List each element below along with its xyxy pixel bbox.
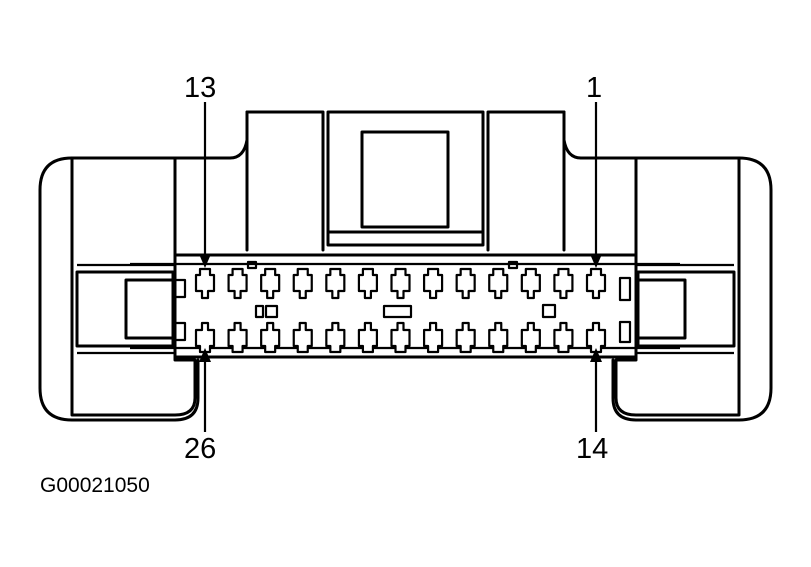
left-latch	[228, 110, 325, 252]
pin-label-13: 13	[184, 72, 216, 104]
key-slot-right	[541, 303, 557, 319]
top-notch-right	[507, 260, 519, 270]
key-slot-left-b	[264, 304, 279, 319]
leader-arrow-1	[590, 102, 602, 268]
left-end-key-top	[173, 278, 187, 299]
top-pin-7	[390, 267, 411, 300]
right-end-key-top	[618, 276, 632, 302]
key-slot-center	[382, 304, 413, 319]
bottom-pin-21	[357, 321, 379, 354]
top-pin-5	[455, 267, 476, 300]
top-pin-2	[553, 267, 574, 300]
top-pin-row	[194, 267, 607, 300]
key-slot-left-a	[254, 304, 265, 319]
pin-label-14: 14	[576, 433, 608, 465]
bottom-pin-23	[292, 321, 313, 354]
bottom-pin-18	[455, 321, 476, 354]
top-pin-6	[422, 267, 444, 300]
left-side-window	[75, 263, 175, 355]
bottom-pin-row	[194, 321, 607, 354]
top-pin-13	[194, 267, 216, 300]
left-end-key-bottom	[173, 321, 187, 342]
bottom-pin-25	[227, 321, 248, 354]
right-latch	[486, 110, 583, 252]
top-pin-11	[260, 267, 281, 300]
figure-code: G00021050	[40, 474, 150, 497]
left-housing	[38, 156, 232, 422]
top-notch-left	[246, 260, 258, 270]
top-pin-9	[325, 267, 346, 300]
right-side-window	[636, 263, 736, 355]
leader-arrow-26	[199, 348, 211, 432]
top-pin-1	[585, 267, 607, 300]
pin-label-1: 1	[586, 72, 602, 104]
bottom-pin-19	[422, 321, 444, 354]
bottom-pin-24	[260, 321, 281, 354]
bottom-pin-16	[520, 321, 541, 354]
top-pin-10	[292, 267, 313, 300]
top-pin-4	[488, 267, 509, 300]
center-lock-block	[326, 110, 485, 247]
bottom-pin-15	[553, 321, 574, 354]
bottom-pin-22	[325, 321, 346, 354]
pin-label-26: 26	[184, 433, 216, 465]
bottom-pin-14	[585, 321, 607, 354]
bottom-pin-26	[194, 321, 216, 354]
leader-arrow-14	[590, 348, 602, 432]
leader-arrow-13	[199, 102, 211, 268]
right-end-key-bottom	[618, 320, 632, 344]
top-pin-12	[227, 267, 248, 300]
bottom-pin-20	[390, 321, 411, 354]
bottom-pin-17	[488, 321, 509, 354]
right-housing	[579, 156, 773, 422]
top-pin-8	[357, 267, 379, 300]
top-pin-3	[520, 267, 541, 300]
